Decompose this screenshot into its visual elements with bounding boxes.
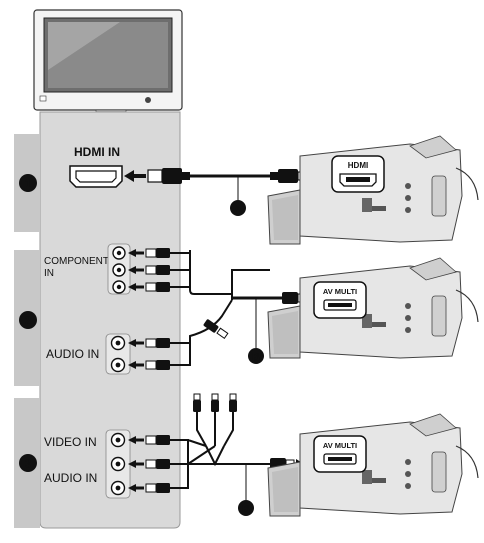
svg-text:B: B (252, 352, 260, 364)
cable-marker-a: A (230, 200, 246, 216)
component-cable (170, 250, 270, 295)
svg-text:A: A (234, 204, 242, 216)
component-label: COMPONENT (44, 256, 109, 267)
audio-jacks-2 (105, 333, 131, 375)
section-number-1: 1 (25, 177, 32, 191)
camera-av-multi-label-2: AV MULTI (323, 287, 357, 296)
cable-marker-b-3: B (238, 500, 254, 516)
av-jacks-3 (105, 429, 131, 499)
section-badge-2: 2 (19, 311, 37, 329)
av-plugs-3 (128, 435, 170, 493)
cable-marker-b-2: B (248, 348, 264, 364)
hdmi-in-label: HDMI IN (74, 145, 120, 159)
camera-hdmi-callout: HDMI (331, 155, 385, 193)
audio-in-label-3: AUDIO IN (44, 471, 97, 485)
section-badge-3: 3 (19, 454, 37, 472)
camera-av-multi-callout-2: AV MULTI (313, 281, 367, 319)
loose-plug (203, 319, 229, 340)
section-number-2: 2 (25, 314, 32, 328)
tv-input-panel (39, 111, 181, 529)
component-jacks (107, 243, 131, 295)
loose-rca-plugs (193, 393, 237, 412)
camera-hdmi-label: HDMI (348, 161, 368, 170)
audio-cable-2 (170, 299, 233, 366)
audio-plugs-2 (128, 338, 170, 370)
section-badge-1: 1 (19, 174, 37, 192)
svg-text:B: B (242, 504, 250, 516)
tv-illustration (33, 9, 183, 115)
av-cable-3 (170, 439, 270, 489)
camera-av-multi-label-3: AV MULTI (323, 441, 357, 450)
camera-av-multi-callout-3: AV MULTI (313, 435, 367, 473)
video-in-label: VIDEO IN (44, 435, 97, 449)
section-number-3: 3 (25, 457, 32, 471)
hdmi-port-icon (69, 165, 123, 188)
hdmi-plug-tv (147, 168, 190, 184)
audio-in-label-2: AUDIO IN (46, 347, 99, 361)
component-in-label: IN (44, 268, 54, 279)
component-plugs (128, 248, 170, 292)
camcorder-3 (267, 413, 479, 517)
camcorder-2 (267, 257, 479, 359)
